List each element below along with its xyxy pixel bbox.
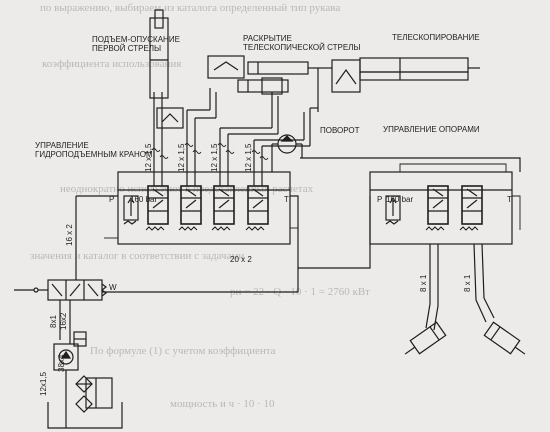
- hose-label-20x2: 20 х 2: [230, 255, 252, 264]
- return-line: [102, 195, 299, 293]
- hose-label-4: 12 х 1,5: [244, 143, 253, 172]
- hose-label-16x2-pump: 16х2: [59, 312, 68, 330]
- label-boom-lift: ПОДЪЕМ-ОПУСКАНИЕ ПЕРВОЙ СТРЕЛЫ: [92, 35, 180, 53]
- telescopic-open-cylinder: [207, 55, 318, 95]
- left-spool-section: [145, 185, 169, 231]
- outrigger-hoses-right: [473, 243, 495, 323]
- hose-label-1: 12 х 1,5: [144, 143, 153, 172]
- left-spool-section: [178, 185, 202, 231]
- hose-pair-2: [184, 88, 217, 186]
- pump-unit: [53, 343, 79, 371]
- hose-label-38x4: 38х4: [57, 354, 66, 372]
- background-text-line: По формуле (1) с учетом коэффициента: [90, 345, 276, 357]
- left-spool-section: [211, 185, 235, 231]
- telescopic-valve-2: [261, 77, 283, 95]
- telescopic-lock-valve: [207, 55, 245, 79]
- outrigger-cylinder-right: [483, 321, 526, 355]
- left-valve-block: [117, 171, 291, 245]
- background-text-line: pн = 22 · Q · 10 · 1 = 2760 кВт: [230, 286, 370, 298]
- left-relief-valve: [123, 195, 139, 225]
- left-spool-section: [245, 185, 269, 231]
- hose-label-outrigger-left: 8 х 1: [419, 274, 428, 292]
- port-t-left: T: [284, 195, 289, 204]
- background-text-line: коэффициента использования: [42, 58, 182, 70]
- hydraulic-tank: [47, 377, 123, 429]
- pressure-right: 160 bar: [386, 195, 413, 204]
- label-telescopic-open: РАСКРЫТИЕ ТЕЛЕСКОПИЧЕСКОЙ СТРЕЛЫ: [243, 34, 361, 52]
- label-telescoping: ТЕЛЕСКОПИРОВАНИЕ: [392, 33, 480, 42]
- boom-lift-cylinder: [149, 9, 184, 129]
- hose-label-12x15: 12х1,5: [39, 371, 48, 396]
- right-spool-section: [459, 185, 483, 231]
- label-outrigger-control: УПРАВЛЕНИЕ ОПОРАМИ: [383, 125, 480, 134]
- label-crane-control: УПРАВЛЕНИЕ ГИДРОПОДЪЕМНЫМ КРАНОМ: [35, 141, 153, 159]
- boom-lock-valve: [156, 107, 184, 129]
- main-directional-valve: [14, 279, 107, 301]
- hose-label-outrigger-right: 8 х 1: [463, 274, 472, 292]
- rotation-motor: [271, 134, 303, 172]
- port-p-right: P: [377, 195, 382, 204]
- pressure-left: 160 bar: [130, 195, 157, 204]
- hose-pair-4: [251, 108, 311, 186]
- port-t-right: T: [507, 195, 512, 204]
- telescoping-cylinder: [310, 57, 480, 112]
- outrigger-hoses-left: [425, 244, 439, 331]
- hose-label-3: 12 х 1,5: [210, 143, 219, 172]
- telescoping-lock-valve: [331, 59, 361, 93]
- port-w: W: [109, 283, 117, 292]
- background-text-line: мощность и ч · 10 · 10: [170, 398, 275, 410]
- hose-label-8x1: 8х1: [49, 315, 58, 328]
- right-spool-section: [425, 185, 449, 231]
- right-valve-block: [369, 171, 513, 245]
- suction-filter: [75, 375, 93, 413]
- main-line-20x2: [298, 196, 371, 269]
- hose-pair-3: [217, 92, 279, 186]
- right-relief-valve: [385, 195, 401, 225]
- pressure-filter: [73, 331, 87, 347]
- background-text-line: по выражению, выбираем из каталога опред…: [40, 2, 341, 14]
- label-rotation: ПОВОРОТ: [320, 126, 360, 135]
- port-p-left: P: [109, 195, 114, 204]
- background-text-line: значения и каталог в соответствии с зада…: [30, 250, 245, 262]
- hose-label-2: 12 х 1,5: [177, 143, 186, 172]
- hose-label-16x2: 16 х 2: [65, 224, 74, 246]
- outrigger-cylinder-left: [404, 321, 447, 355]
